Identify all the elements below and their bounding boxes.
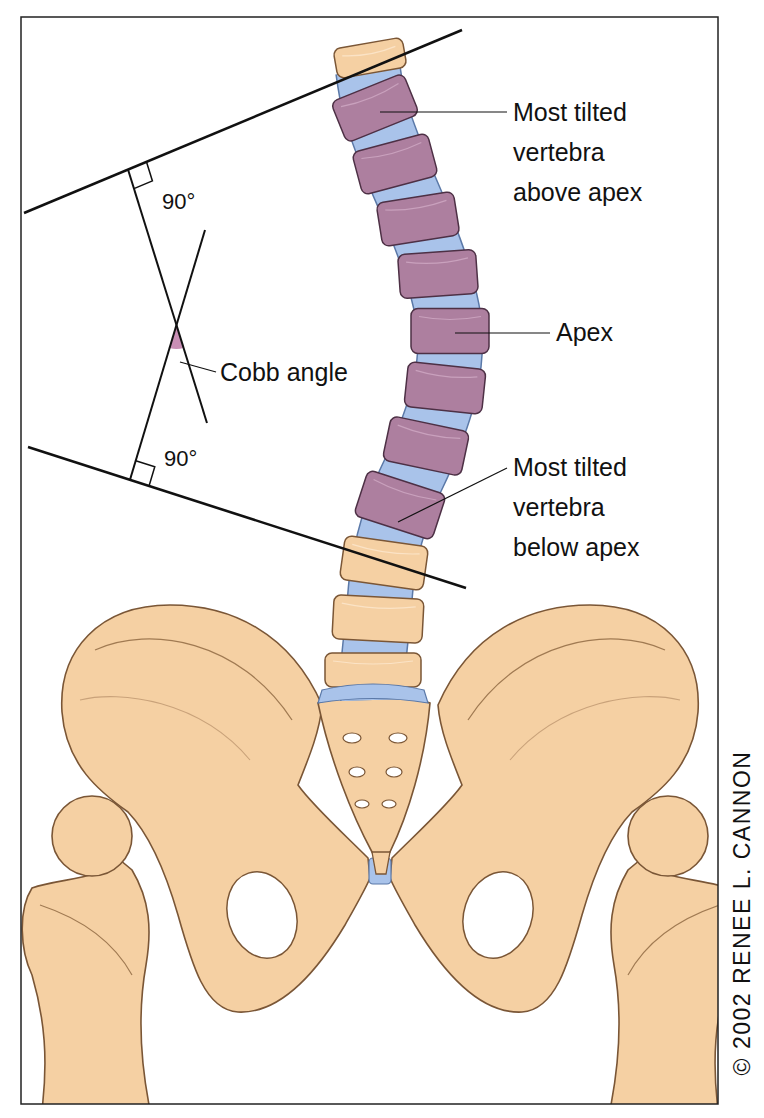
femoral-head xyxy=(628,796,708,876)
coccyx xyxy=(372,852,390,874)
leader-line xyxy=(180,362,216,372)
trochanter-line xyxy=(40,905,132,975)
trochanter-line xyxy=(628,905,718,975)
vertebral-body xyxy=(398,249,479,298)
vertebra-highlight xyxy=(415,370,477,379)
vertebral-body xyxy=(332,595,424,644)
vertebra xyxy=(382,416,470,477)
vertebra-highlight xyxy=(406,258,468,265)
vertebra-highlight xyxy=(341,83,400,109)
callout-label: Apex xyxy=(556,317,613,347)
vertebral-body xyxy=(376,191,460,247)
frame xyxy=(21,17,718,1104)
femur xyxy=(610,860,718,1104)
vertebra xyxy=(411,309,489,354)
vertebra xyxy=(398,249,479,298)
vertebral-body xyxy=(404,362,486,415)
vertebral-body xyxy=(382,416,470,477)
sacral-foramen xyxy=(355,800,369,808)
vertebra xyxy=(404,362,486,415)
vertebra-highlight xyxy=(397,425,460,441)
leader-line xyxy=(455,332,550,333)
perpendicular-line xyxy=(130,230,205,480)
leader-line xyxy=(398,468,507,522)
cobb-construction xyxy=(24,30,550,588)
vertebral-body xyxy=(411,309,489,354)
endplate-line xyxy=(28,447,466,588)
sacral-foramen xyxy=(389,733,407,743)
callout-label: Cobb angle xyxy=(220,357,348,387)
vertebra-highlight xyxy=(385,200,447,213)
lumbosacral-disc xyxy=(318,684,428,703)
angle-label: 90° xyxy=(164,446,197,472)
angle-label: 90° xyxy=(162,189,195,215)
vertebra xyxy=(325,653,421,687)
vertebra xyxy=(332,595,424,644)
anatomy xyxy=(22,37,718,1104)
perpendicular-line xyxy=(128,170,207,423)
endplate-line xyxy=(24,30,462,213)
sacral-foramen xyxy=(386,767,402,777)
copyright-notice: © 2002 RENEE L. CANNON xyxy=(728,751,756,1076)
vertebra xyxy=(352,133,439,196)
vertebra-highlight xyxy=(333,661,413,664)
iliac-shading xyxy=(510,697,680,760)
vertebra xyxy=(339,535,428,590)
vertebra-highlight xyxy=(361,142,422,161)
obturator-foramen xyxy=(216,863,308,968)
vertebra-highlight xyxy=(342,603,416,610)
vertebral-body xyxy=(339,535,428,590)
callout-label: Most tilted vertebra below apex xyxy=(513,447,663,567)
hip-half xyxy=(390,605,718,1104)
iliac-fossa-line xyxy=(468,639,665,720)
leader-line xyxy=(380,111,507,112)
iliac-shading xyxy=(80,697,250,760)
vertebra xyxy=(376,191,460,247)
vertebra-highlight xyxy=(373,480,437,503)
vertebra-highlight xyxy=(342,46,396,58)
right-angle-mark xyxy=(134,162,152,189)
obturator-foramen xyxy=(452,863,544,968)
femoral-head xyxy=(52,796,132,876)
femur xyxy=(22,860,150,1104)
vertebral-body xyxy=(331,73,420,143)
vertebral-body xyxy=(352,133,439,196)
sacral-foramen xyxy=(382,800,396,808)
sacrum xyxy=(318,695,430,866)
vertebra xyxy=(331,73,420,143)
vertebral-body xyxy=(325,653,421,687)
callout-label: Most tilted vertebra above apex xyxy=(513,92,663,212)
sacral-foramen xyxy=(343,733,361,743)
vertebra-highlight xyxy=(419,317,481,320)
hip-half xyxy=(22,605,370,1104)
sacral-foramen xyxy=(349,767,365,777)
right-angle-mark xyxy=(136,461,155,486)
iliac-fossa-line xyxy=(95,639,292,720)
